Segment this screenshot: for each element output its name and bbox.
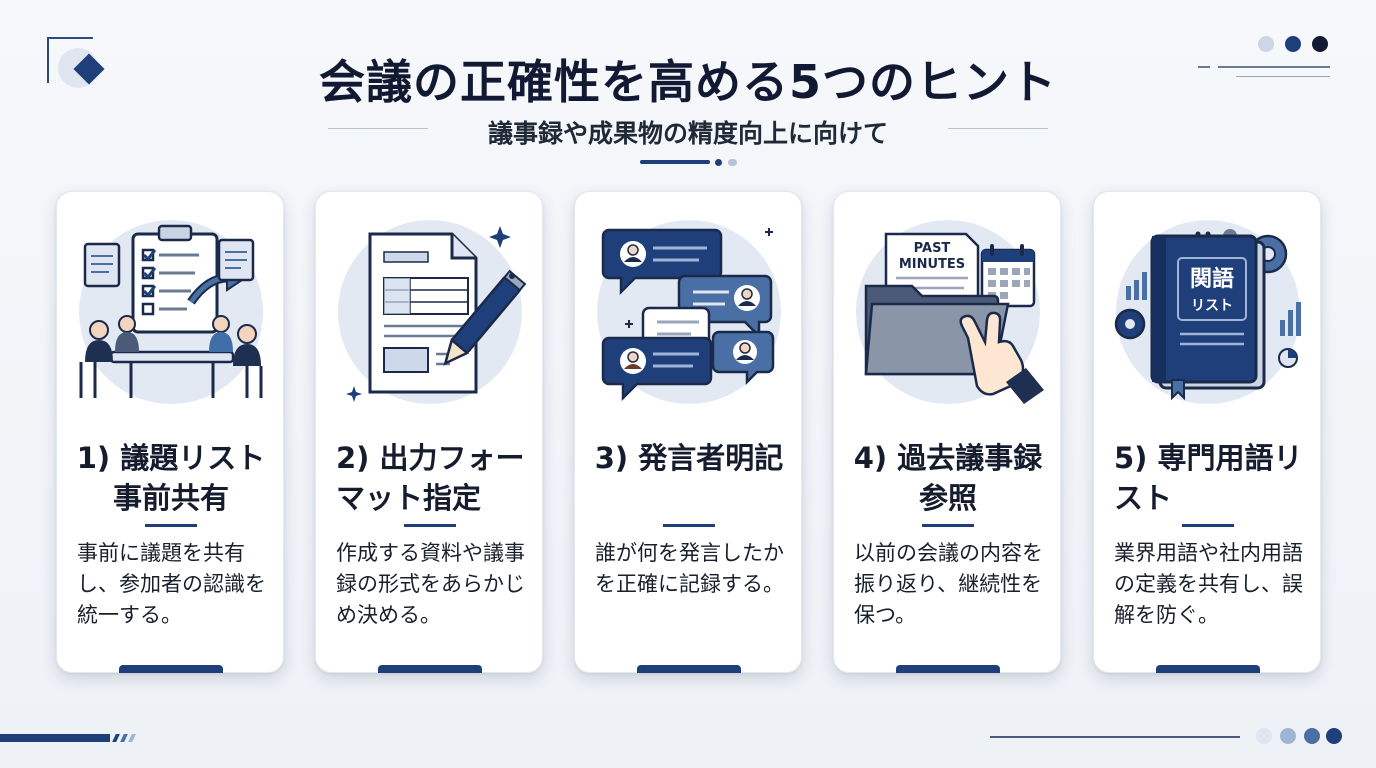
tip-card-5: 関語 リスト 5) 専門用語リスト 業界用語や社内用語の定義を共有し、誤解を防ぐ… [1093, 191, 1321, 673]
subtitle-rule-left [328, 128, 428, 129]
tip-divider [1182, 524, 1234, 527]
tip-divider [663, 524, 715, 527]
tip-title: 4) 過去議事録参照 [853, 441, 1043, 515]
card-footer-bar [119, 665, 223, 673]
card-footer-bar [1156, 665, 1260, 673]
tip-description: 作成する資料や議事録の形式をあらかじめ決める。 [336, 541, 525, 627]
page-title: 会議の正確性を高める5つのヒント [318, 55, 1057, 109]
tip-title: 1) 議題リスト事前共有 [76, 441, 266, 515]
card-footer-bar [637, 665, 741, 673]
tip-description: 事前に議題を共有し、参加者の認識を統一する。 [77, 541, 266, 627]
chat-bubbles-icon [597, 220, 781, 404]
tip-card-1: 1) 議題リスト事前共有 事前に議題を共有し、参加者の認識を統一する。 [56, 191, 284, 673]
tip-description: 以前の会議の内容を振り返り、継続性を保つ。 [854, 541, 1043, 627]
page-subtitle: 議事録や成果物の精度向上に向けて [487, 119, 888, 148]
glossary-book-icon: 関語 リスト [1114, 220, 1301, 404]
past-minutes-label-line1: PAST [914, 241, 951, 256]
document-pen-icon [338, 220, 527, 404]
tip-title: 2) 出力フォーマット指定 [336, 441, 525, 515]
tip-card-2: 2) 出力フォーマット指定 作成する資料や議事録の形式をあらかじめ決める。 [315, 191, 543, 673]
tip-divider [404, 524, 456, 527]
tip-card-3: 3) 発言者明記 誰が何を発言したかを正確に記録する。 [574, 191, 802, 673]
tip-card-4: PAST MINUTES 4) 過去議事録参照 以前の会議の内容を振り返り、継続… [833, 191, 1061, 673]
past-minutes-label-line2: MINUTES [899, 257, 965, 272]
tip-description: 業界用語や社内用語の定義を共有し、誤解を防ぐ。 [1114, 541, 1303, 627]
card-footer-bar [896, 665, 1000, 673]
card-footer-bar [378, 665, 482, 673]
glossary-label-line2: リスト [1191, 298, 1233, 314]
tip-divider [922, 524, 974, 527]
subtitle-rule-right [948, 128, 1048, 129]
glossary-label-line1: 関語 [1190, 266, 1234, 292]
tip-title: 5) 専門用語リスト [1114, 441, 1303, 515]
tip-title: 3) 発言者明記 [594, 441, 784, 475]
tip-description: 誰が何を発言したかを正確に記録する。 [595, 541, 784, 596]
folder-minutes-icon: PAST MINUTES [856, 220, 1044, 404]
meeting-agenda-icon [79, 220, 263, 404]
tip-divider [145, 524, 197, 527]
